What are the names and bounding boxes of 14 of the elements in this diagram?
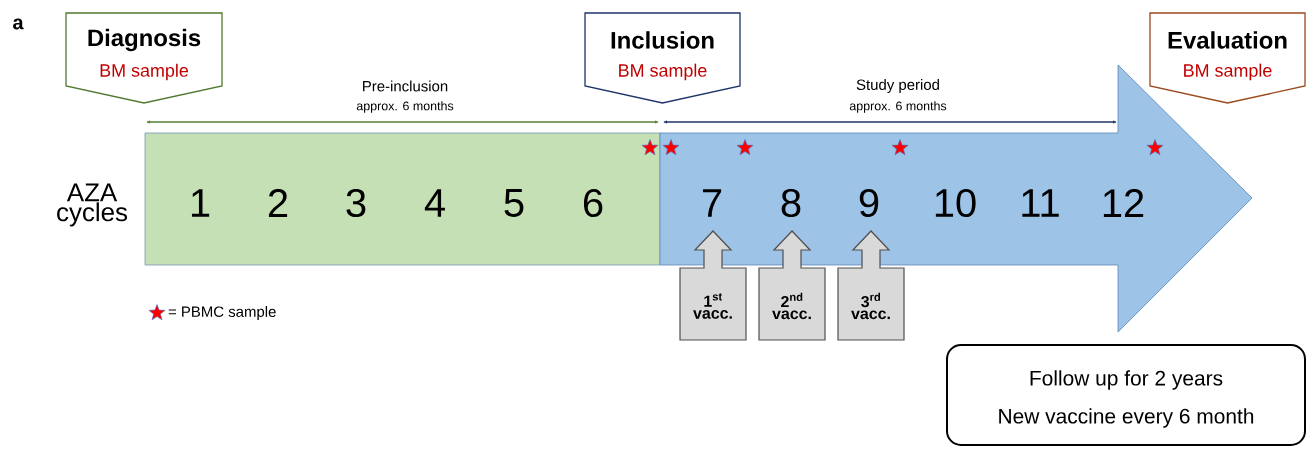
duration-label: approx. 6 months — [356, 101, 454, 113]
vaccination-arrow-box: 2$^{nd}$ vacc. — [758, 230, 826, 341]
legend-text: = PBMC sample — [168, 306, 276, 320]
milestone-callout: Evaluation BM sample — [1149, 12, 1306, 104]
duration-label: approx. 6 months — [849, 101, 947, 113]
vaccination-arrow-box: 3$^{rd}$ vacc. — [837, 230, 905, 341]
period-label: Pre-inclusion — [363, 80, 448, 92]
panel-letter: a — [13, 18, 24, 30]
period-label: Study period — [856, 79, 939, 93]
vaccination-arrow-box: 1$^{st}$ vacc. — [679, 230, 747, 341]
note-box: Follow up for 2 years New vaccine every 6 month — [946, 344, 1306, 446]
cycle-bar: 1 2 3 4 5 6 — [144, 132, 661, 266]
milestone-callout: Diagnosis BM sample — [65, 12, 223, 104]
milestone-callout: Inclusion BM sample — [584, 12, 741, 104]
